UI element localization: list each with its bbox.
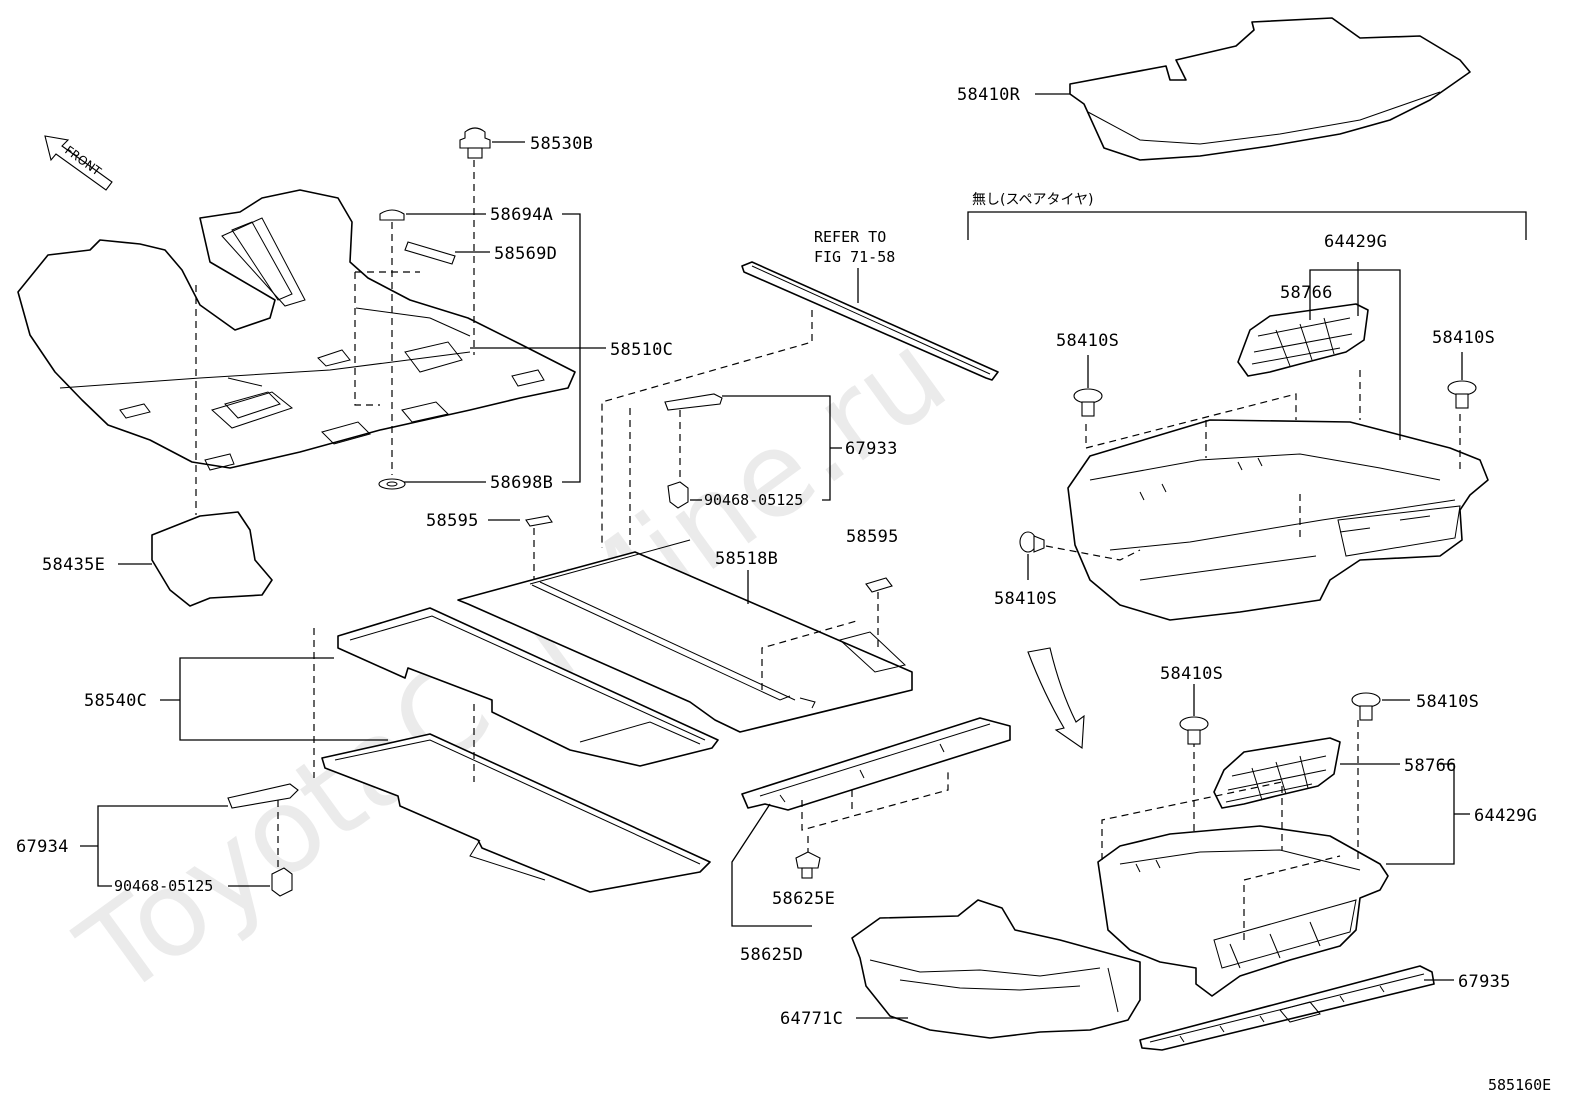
label-64771C: 64771C (780, 1009, 843, 1029)
label-58410S-e: 58410S (1416, 692, 1479, 712)
label-58595-a: 58595 (426, 511, 479, 531)
label-58410S-d: 58410S (1160, 664, 1223, 684)
label-58766-lower: 58766 (1404, 756, 1457, 776)
clip-90468-b (271, 867, 293, 897)
panel-58766-upper (1237, 303, 1369, 377)
label-67934: 67934 (16, 837, 69, 857)
tray-64771C (851, 899, 1141, 1039)
label-67935: 67935 (1458, 972, 1511, 992)
panel-58766-lower (1213, 737, 1341, 809)
label-58510C: 58510C (610, 340, 673, 360)
label-58530B: 58530B (530, 134, 593, 154)
clip-58410S-d (1179, 716, 1209, 745)
label-58569D: 58569D (494, 244, 557, 264)
front-floor-carpet (17, 189, 576, 471)
clip-58694A (379, 209, 405, 221)
mat-58540C-lower (321, 733, 711, 893)
front-arrow-icon: FRONT (44, 135, 113, 191)
label-58625D: 58625D (740, 945, 803, 965)
label-67933: 67933 (845, 439, 898, 459)
curved-arrow-icon (1027, 647, 1085, 750)
deck-board-58518B (457, 539, 913, 733)
pad-58595-a (525, 515, 553, 527)
floor-pad-58435E (151, 511, 273, 607)
clip-58410S-e (1351, 692, 1381, 721)
cover-67934 (227, 783, 299, 809)
pad-58595-b (865, 577, 893, 593)
label-58410S-b: 58410S (1432, 328, 1495, 348)
rail-58625D (741, 717, 1011, 811)
label-58410S-a: 58410S (1056, 331, 1119, 351)
label-58435E: 58435E (42, 555, 105, 575)
label-58410R: 58410R (957, 85, 1021, 105)
label-58518B: 58518B (715, 549, 778, 569)
board-58410R (1069, 17, 1471, 161)
cover-67933 (664, 393, 723, 411)
label-58766-upper: 58766 (1280, 283, 1333, 303)
deck-box-64429G-upper (1067, 419, 1489, 621)
label-58595-b: 58595 (846, 527, 899, 547)
label-90468-05125-b: 90468-05125 (114, 877, 213, 895)
figure-code: 585160E (1488, 1076, 1551, 1094)
grommet-58698B (378, 478, 406, 490)
refer-note-line2: FIG 71-58 (814, 248, 895, 266)
label-58625E: 58625E (772, 889, 835, 909)
scuff-strip-refer (741, 261, 999, 381)
label-58410S-c: 58410S (994, 589, 1057, 609)
strip-58569D (404, 241, 456, 265)
scuff-plate-67935 (1139, 965, 1435, 1051)
clip-58625E (795, 851, 821, 879)
clip-58530B (459, 127, 491, 159)
clip-58410S-a (1073, 388, 1103, 417)
label-58694A: 58694A (490, 205, 553, 225)
refer-note-line1: REFER TO (814, 228, 886, 246)
label-58698B: 58698B (490, 473, 553, 493)
spare-tire-note: 無し(スペアタイヤ) (972, 192, 1094, 208)
clip-90468-a (667, 481, 689, 509)
deck-box-64429G-lower (1097, 825, 1389, 997)
mat-58540C-upper (337, 607, 719, 767)
label-90468-05125-a: 90468-05125 (704, 491, 803, 509)
clip-58410S-b (1447, 380, 1477, 409)
clip-58410S-c (1019, 531, 1045, 553)
label-64429G-lower: 64429G (1474, 806, 1537, 826)
label-64429G-upper: 64429G (1324, 232, 1387, 252)
label-58540C: 58540C (84, 691, 147, 711)
